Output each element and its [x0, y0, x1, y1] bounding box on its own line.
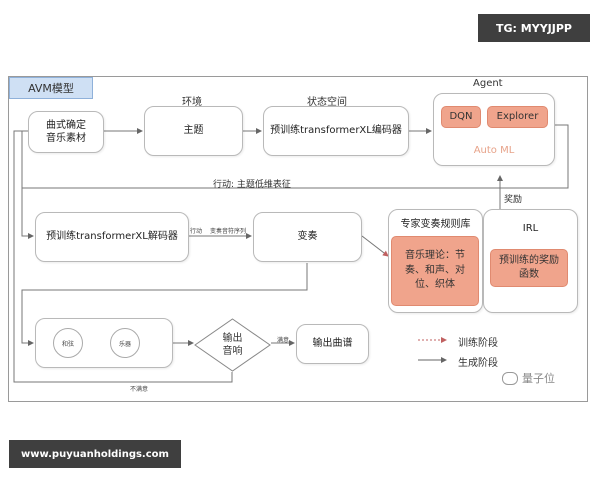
column-state-space: 状态空间 — [307, 97, 347, 108]
brand-logo: 量子位 — [502, 370, 555, 386]
automl-label: Auto ML — [473, 144, 515, 156]
unsatisfied-label: 不满意 — [130, 386, 149, 393]
agent-group: Auto ML — [433, 93, 555, 166]
satisfied-label: 满意 — [277, 337, 290, 344]
legend-training: 训练阶段 — [458, 338, 498, 349]
watermark-bottom: www.puyuanholdings.com — [9, 440, 181, 468]
decoder-node: 预训练transformerXL解码器 — [35, 212, 189, 262]
output-score-node: 输出曲谱 — [296, 324, 369, 364]
encoder-node: 预训练transformerXL编码器 — [263, 106, 409, 156]
brand-icon — [502, 371, 518, 385]
chord-circle: 和弦 — [53, 328, 83, 358]
instrument-circle: 乐器 — [110, 328, 140, 358]
reward-function-node: 预训练的奖励 函数 — [490, 249, 568, 287]
legend-generation: 生成阶段 — [458, 358, 498, 369]
dqn-node: DQN — [441, 106, 481, 128]
expert-rules-title: 专家变奏规则库 — [400, 219, 471, 230]
instrument-label: 乐器 — [118, 340, 131, 348]
output-audio-label: 输出 音响 — [222, 332, 243, 358]
diagram-title: AVM模型 — [9, 77, 93, 99]
theme-node: 主题 — [144, 106, 243, 156]
action-theme-label: 行动: 主题低维表征 — [213, 180, 291, 190]
irl-title: IRL — [522, 223, 539, 234]
chord-label: 和弦 — [61, 340, 74, 348]
output-audio-diamond — [194, 318, 271, 372]
column-environment: 环境 — [182, 97, 202, 108]
explorer-node: Explorer — [487, 106, 548, 128]
variation-node: 变奏 — [253, 212, 362, 262]
variation-sequence-label: 变奏音符序列 — [210, 228, 247, 235]
brand-name: 量子位 — [522, 372, 555, 385]
column-agent: Agent — [473, 78, 503, 89]
watermark-top: TG: MYYJJPP — [478, 14, 590, 42]
action-label: 行动 — [190, 228, 203, 235]
music-material-node: 曲式确定 音乐素材 — [28, 111, 104, 153]
expert-rules-node: 音乐理论：节 奏、和声、对 位、织体 — [391, 236, 479, 306]
reward-label: 奖励 — [504, 195, 523, 205]
